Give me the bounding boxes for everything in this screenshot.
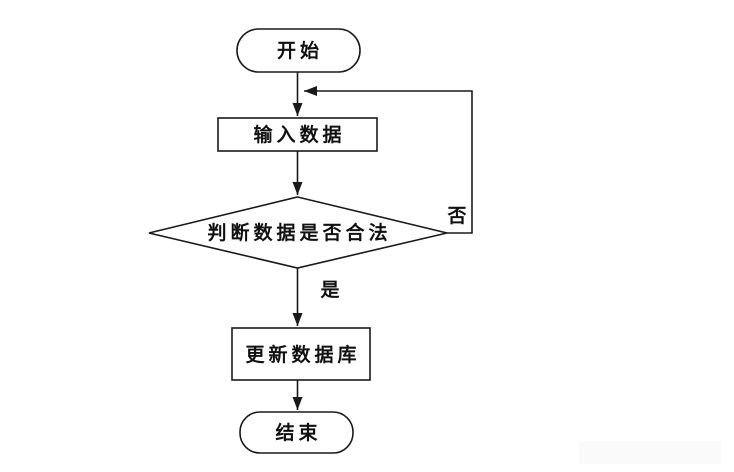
update-process-shape [231, 327, 371, 381]
node-start: 开始 [236, 28, 361, 73]
edge-label-no: 否 [446, 205, 466, 227]
edge-decision-loopback [304, 86, 473, 234]
input-label: 输入数据 [253, 123, 345, 146]
node-update: 更新数据库 [231, 327, 371, 381]
node-decision: 判断数据是否合法 [148, 196, 448, 269]
decision-diamond-shape [148, 196, 448, 269]
update-label: 更新数据库 [245, 343, 360, 366]
start-label: 开始 [277, 39, 323, 62]
end-label: 结束 [275, 421, 321, 444]
end-terminator-shape [239, 411, 354, 454]
node-input: 输入数据 [217, 117, 378, 152]
node-end: 结束 [239, 411, 354, 454]
edge-label-yes: 是 [320, 279, 339, 301]
start-terminator-shape [236, 28, 361, 73]
input-process-shape [217, 117, 378, 152]
decision-label: 判断数据是否合法 [207, 221, 391, 244]
background-artifact [579, 441, 721, 464]
edges [292, 72, 473, 410]
